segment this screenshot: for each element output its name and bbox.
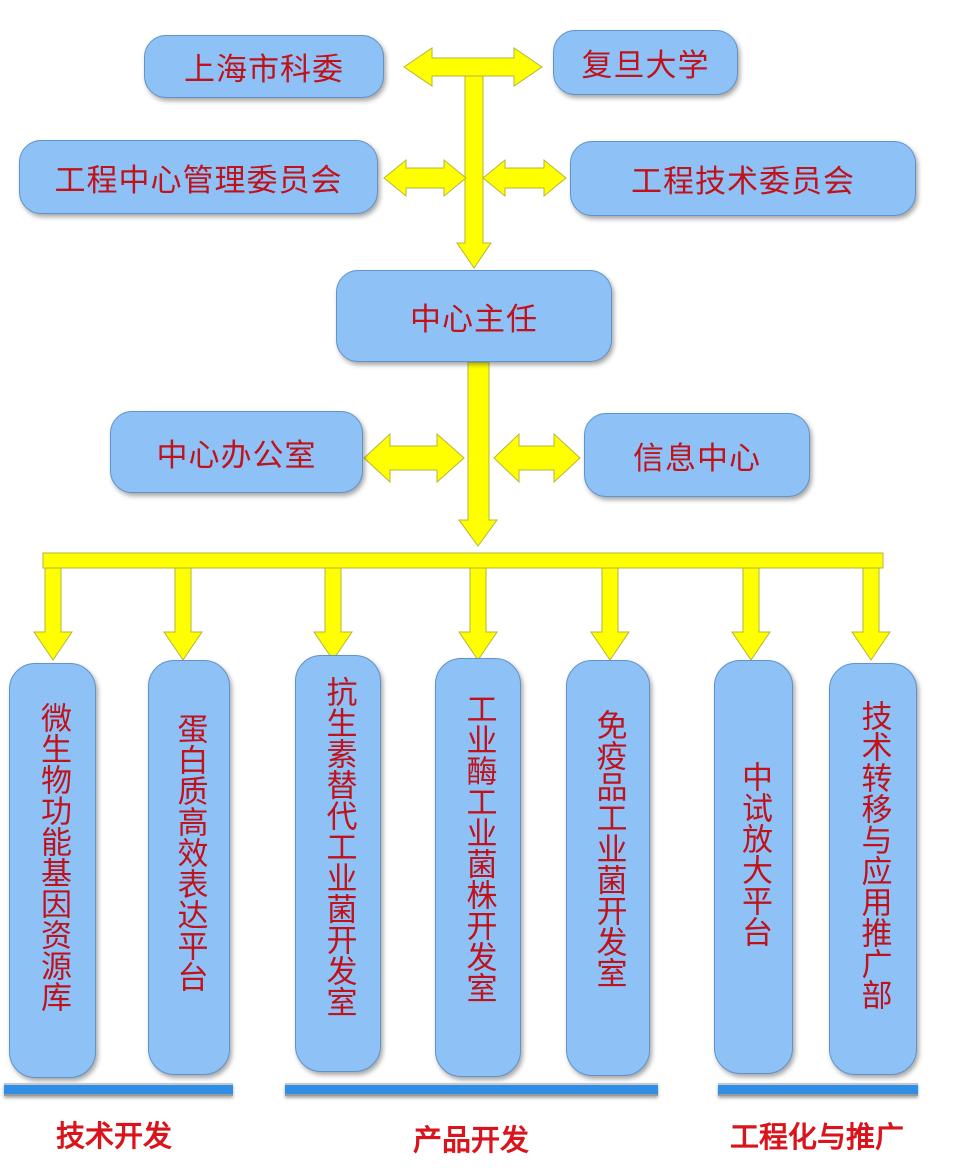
- department-label: 抗生素替代工业菌开发室: [320, 676, 357, 1017]
- department-label: 工业酶工业菌株开发室: [460, 693, 497, 1003]
- group-bar-engineering-promotion: [718, 1083, 918, 1096]
- fudan-university-box: 复旦大学: [553, 30, 738, 95]
- distribution-bar: [42, 552, 884, 569]
- department-label: 免疫品工业菌开发室: [590, 709, 627, 988]
- management-committee-box: 工程中心管理委员会: [19, 140, 378, 214]
- arrow-to-department: [33, 567, 73, 661]
- shanghai-commission-box: 上海市科委: [144, 35, 384, 98]
- group-bar-product-development: [285, 1083, 658, 1096]
- group-label-tech-development: 技术开发: [56, 1119, 173, 1153]
- arrow-trunk-to-director: [456, 75, 492, 269]
- arrow-to-department: [163, 567, 203, 661]
- department-box: 抗生素替代工业菌开发室: [295, 655, 381, 1072]
- department-box: 中试放大平台: [714, 660, 793, 1074]
- arrow-center-office: [363, 432, 465, 484]
- department-label: 微生物功能基因资源库: [35, 702, 71, 1012]
- department-box: 微生物功能基因资源库: [9, 663, 96, 1078]
- arrow-to-department: [458, 567, 498, 661]
- arrow-to-department: [590, 567, 630, 661]
- arrow-technical-committee: [482, 158, 567, 198]
- department-label: 技术转移与应用推广部: [855, 700, 892, 1010]
- arrow-to-department: [851, 567, 891, 661]
- department-box: 免疫品工业菌开发室: [566, 660, 650, 1076]
- arrow-to-department: [313, 567, 353, 661]
- department-label: 中试放大平台: [736, 761, 772, 947]
- arrow-management-committee: [383, 158, 467, 198]
- center-director-box: 中心主任: [336, 270, 612, 362]
- department-label: 蛋白质高效表达平台: [171, 713, 208, 992]
- technical-committee-box: 工程技术委员会: [570, 141, 916, 216]
- arrow-information-center: [493, 432, 581, 484]
- group-bar-tech-development: [4, 1083, 233, 1096]
- arrow-to-department: [731, 567, 771, 661]
- department-box: 技术转移与应用推广部: [829, 663, 917, 1075]
- group-label-product-development: 产品开发: [413, 1123, 530, 1157]
- department-box: 工业酶工业菌株开发室: [435, 658, 521, 1077]
- arrow-commission-fudan: [403, 47, 543, 87]
- department-box: 蛋白质高效表达平台: [148, 660, 230, 1075]
- center-office-box: 中心办公室: [110, 411, 363, 493]
- group-label-engineering-promotion: 工程化与推广: [730, 1120, 905, 1154]
- information-center-box: 信息中心: [584, 413, 810, 497]
- arrow-director-to-departments: [458, 361, 498, 547]
